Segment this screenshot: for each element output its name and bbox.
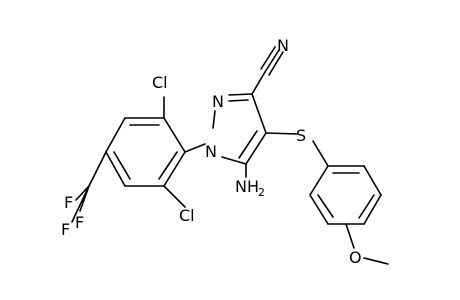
atom-f-2: F <box>75 213 84 232</box>
bond-ar1-cf3 <box>88 151 107 187</box>
bond-ar1-d <box>105 151 126 187</box>
bond-s-aryl <box>312 140 329 167</box>
bond-nitrile-triple-1 <box>264 49 280 73</box>
bond-n1-c5 <box>221 156 247 165</box>
bond-ar1-c <box>105 117 126 153</box>
bond-n2-n1 <box>212 110 216 129</box>
bond-c3-n2-double-b <box>228 99 249 102</box>
bond-ar1-inner-3 <box>158 151 178 180</box>
atom-n1: N <box>205 142 217 161</box>
bond-nitrile-triple-2 <box>268 51 284 76</box>
atom-n2: N <box>212 92 224 111</box>
bond-c5-c4-double-a <box>245 132 267 165</box>
bond-ar1-inner-2 <box>113 151 131 180</box>
bond-ar2-o <box>345 223 355 249</box>
bond-ar2-inner-3 <box>317 194 334 218</box>
bond-c-f-upper <box>75 185 90 201</box>
atom-cl-top: Cl <box>152 73 168 92</box>
bond-n1-aryl <box>184 143 206 153</box>
bond-c4-c3 <box>251 93 267 134</box>
atom-cl-bottom: Cl <box>179 206 195 225</box>
bond-ar1-f <box>163 151 186 187</box>
atom-f-1: F <box>64 193 73 212</box>
atom-o-methoxy: O <box>349 248 362 267</box>
bond-ar1-a <box>163 117 186 153</box>
bond-c-cl-bottom <box>163 185 186 208</box>
atom-s: S <box>296 126 306 145</box>
bond-o-ch3 <box>363 257 389 265</box>
bond-ar2-c <box>363 194 382 225</box>
atom-nh2-subscript: 2 <box>258 186 265 199</box>
bond-ar2-b <box>363 165 382 196</box>
bond-c3-n2-double-a <box>228 93 253 96</box>
bond-c-f-lower <box>71 185 90 223</box>
bond-nitrile-triple-3 <box>260 46 276 70</box>
bond-nitrile-c-pyrazole <box>251 71 266 95</box>
atom-f-3: F <box>61 220 70 239</box>
atom-nh2: NH <box>235 177 259 196</box>
bond-ar2-inner-2 <box>358 194 375 219</box>
atom-n-cyano: N <box>277 36 289 55</box>
bond-ar2-f <box>309 165 329 196</box>
bond-c5-c4-double-b <box>238 130 258 159</box>
bond-c4-s <box>265 132 298 135</box>
bond-ar2-e <box>309 194 329 225</box>
